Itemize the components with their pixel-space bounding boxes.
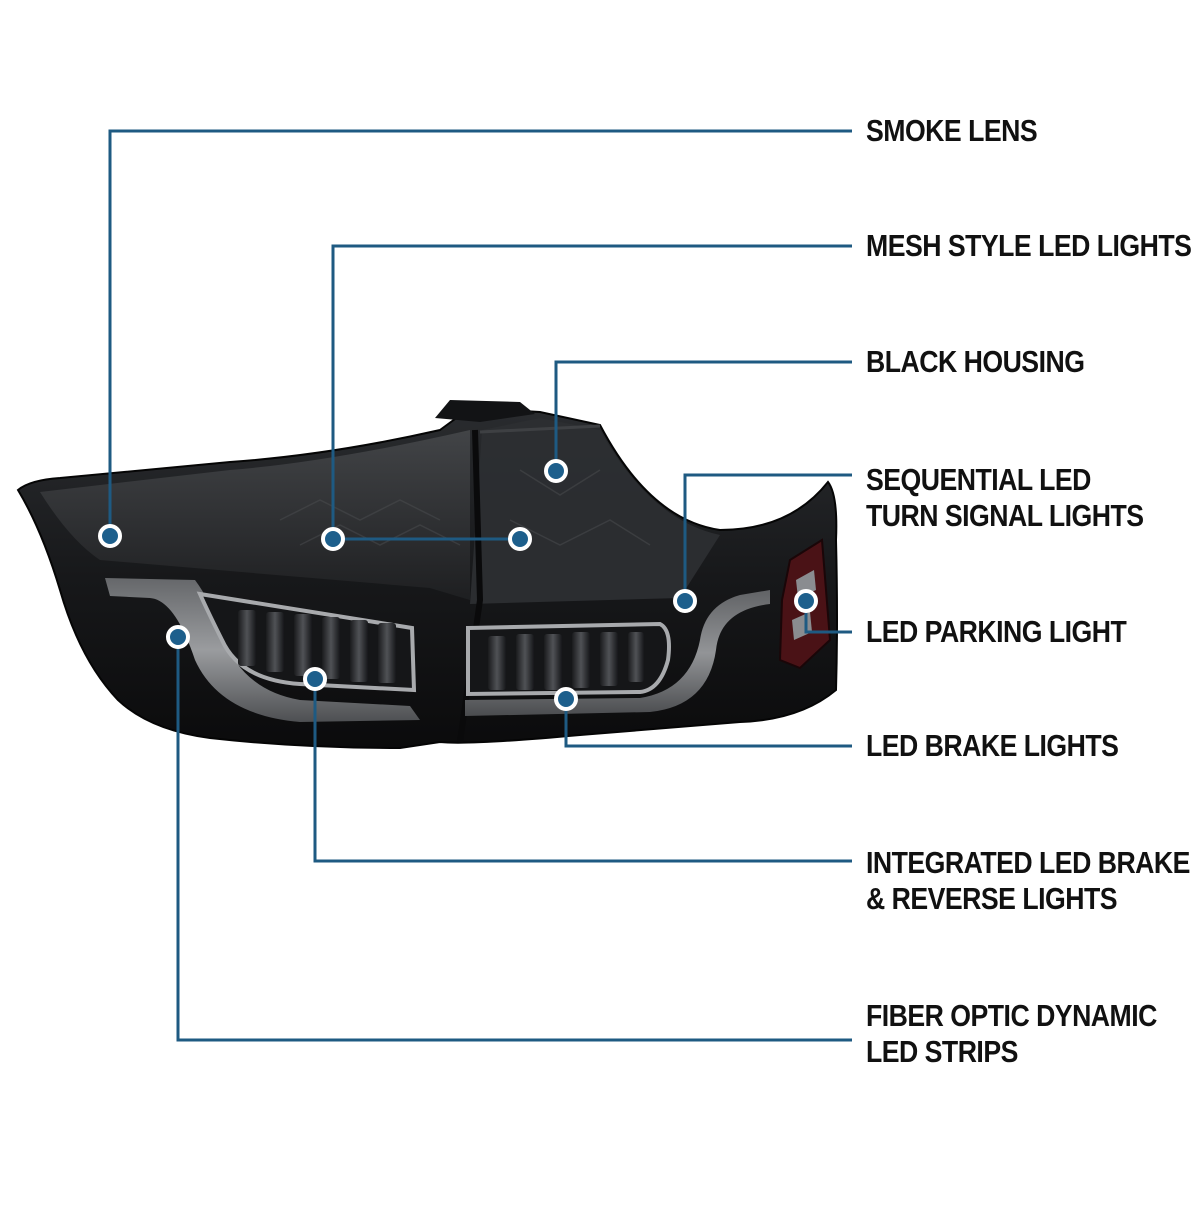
smoke-lens-panel-left [40,430,470,600]
label-led-brake-lights: LED BRAKE LIGHTS [866,728,1119,763]
callout-line-brake [564,699,852,748]
label-smoke-lens: SMOKE LENS [866,113,1038,148]
callout-line-black-housing [554,360,852,471]
led-fins-right [488,632,644,690]
callout-dot-mesh-style-a [321,527,345,551]
callout-dot-fiber-optic [166,625,190,649]
callout-dot-mesh-style-b [508,527,532,551]
callout-dot-brake [554,687,578,711]
led-fins-left [238,610,396,683]
label-fiber-optic-dynamic-led-strips: FIBER OPTIC DYNAMIC LED STRIPS [866,998,1157,1069]
smoke-lens-panel-right [470,418,720,604]
callout-dot-parking [794,589,818,613]
callout-dot-black-housing [544,459,568,483]
fiber-optic-strip-left [105,578,420,722]
label-black-housing: BLACK HOUSING [866,344,1085,379]
callout-line-mesh-style [331,244,852,539]
callout-line-smoke-lens [108,129,852,536]
label-mesh-style-led-lights: MESH STYLE LED LIGHTS [866,228,1192,263]
callout-line-fiber-optic [176,637,852,1042]
fiber-optic-strip-right [465,590,770,716]
label-integrated-led-brake-reverse-lights: INTEGRATED LED BRAKE & REVERSE LIGHTS [866,845,1190,916]
label-led-parking-light: LED PARKING LIGHT [866,614,1127,649]
callout-dot-integrated [303,667,327,691]
label-sequential-led-turn-signal-lights: SEQUENTIAL LED TURN SIGNAL LIGHTS [866,462,1144,533]
callout-dot-smoke-lens [98,524,122,548]
callout-dot-sequential [673,589,697,613]
mount-tab [435,400,535,422]
callout-line-sequential [683,473,852,601]
panel-edge-highlight [479,424,601,434]
callout-line-integrated [313,679,852,863]
